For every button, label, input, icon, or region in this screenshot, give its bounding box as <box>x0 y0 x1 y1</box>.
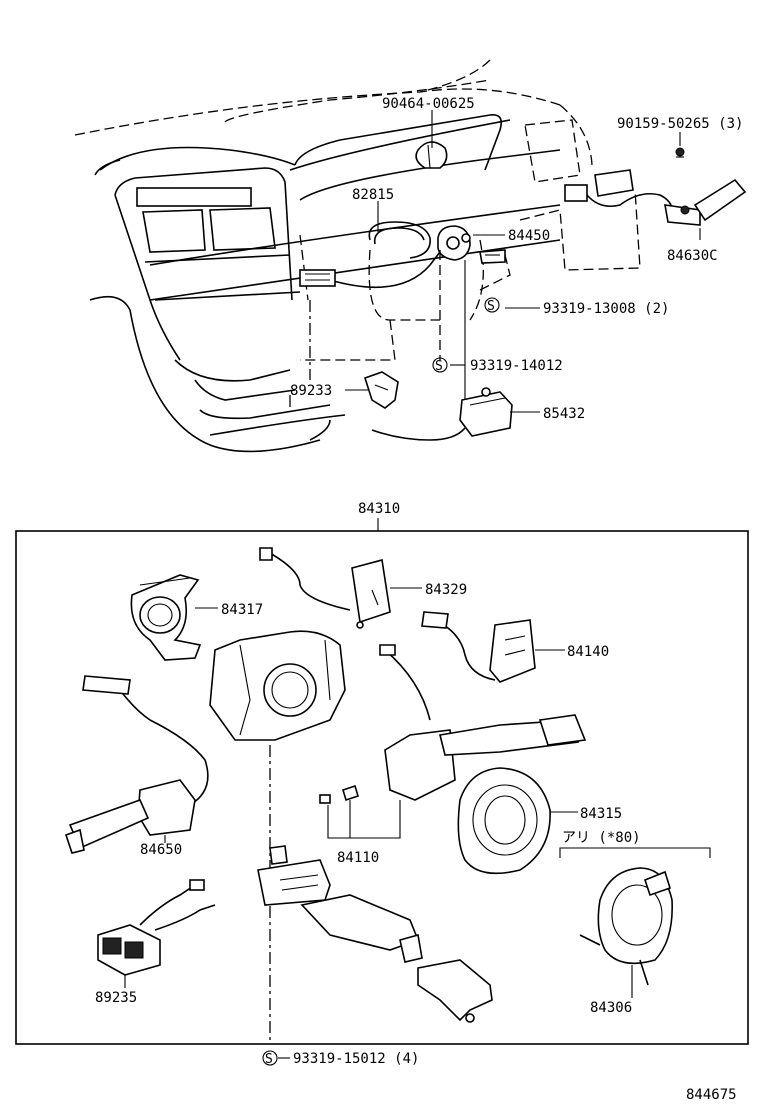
switch-84630c <box>564 169 747 226</box>
spiral-cable-84317 <box>130 574 202 661</box>
figure-number: 844675 <box>686 1087 737 1103</box>
label-90159-50265: 90159-50265 (3) <box>617 116 743 132</box>
switch-84140 <box>421 611 536 683</box>
wire-harness-82815 <box>299 221 441 289</box>
clamp-90464 <box>415 141 448 169</box>
label-84110: 84110 <box>337 850 379 866</box>
label-84650: 84650 <box>140 842 182 858</box>
variant-bracket <box>559 847 711 858</box>
lower-leader-lines <box>124 587 633 1059</box>
combination-switch <box>379 644 587 801</box>
screw-symbol-text: S <box>487 299 495 314</box>
spiral-84315 <box>457 767 551 875</box>
label-84310-assembly: 84310 <box>358 501 400 517</box>
pins-84110 <box>319 784 401 839</box>
label-84450: 84450 <box>508 228 550 244</box>
label-93319-15012: 93319-15012 (4) <box>293 1051 419 1067</box>
label-84317: 84317 <box>221 602 263 618</box>
screw-symbol-14012: S <box>432 357 448 374</box>
label-84306: 84306 <box>590 1000 632 1016</box>
upper-leader-lines <box>289 110 701 413</box>
spiral-84306 <box>579 867 673 986</box>
screw-symbol-13008: S <box>484 297 500 314</box>
dashboard-outline <box>74 59 641 453</box>
switch-84650 <box>64 675 209 854</box>
label-84315: 84315 <box>580 806 622 822</box>
screw-symbol-text: S <box>265 1052 273 1067</box>
label-89235: 89235 <box>95 990 137 1006</box>
label-84329: 84329 <box>425 582 467 598</box>
label-84630c: 84630C <box>667 248 718 264</box>
label-82815: 82815 <box>352 187 394 203</box>
sensor-84450 <box>437 225 506 264</box>
screw-symbol-text: S <box>435 359 443 374</box>
connector-block <box>257 845 331 906</box>
module-84329 <box>259 547 391 629</box>
screw-symbol-15012: S <box>262 1050 278 1067</box>
column-housing <box>209 630 346 1040</box>
assembly-frame <box>15 530 749 1045</box>
bracket-89233 <box>364 371 399 409</box>
label-variant: アリ (*80) <box>562 830 641 846</box>
cover-part <box>300 894 423 963</box>
label-93319-13008: 93319-13008 (2) <box>543 301 669 317</box>
unit-85432 <box>371 387 513 441</box>
label-84140: 84140 <box>567 644 609 660</box>
label-85432: 85432 <box>543 406 585 422</box>
switch-89235 <box>97 879 216 976</box>
label-90464-00625: 90464-00625 <box>382 96 475 112</box>
bracket-part <box>417 959 493 1023</box>
bolt-90159 <box>675 147 685 158</box>
label-93319-14012: 93319-14012 <box>470 358 563 374</box>
label-89233: 89233 <box>290 383 332 399</box>
